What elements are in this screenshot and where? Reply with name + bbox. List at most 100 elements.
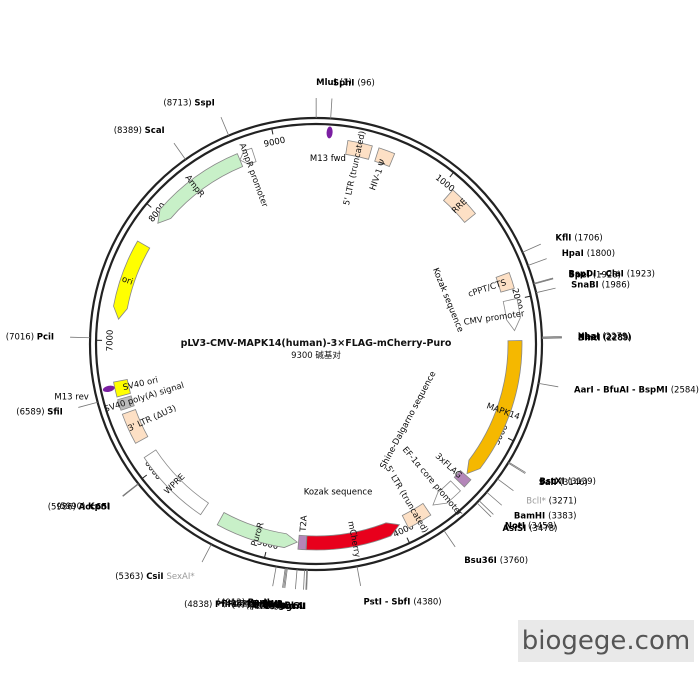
scale-tick-label: 9000 — [263, 136, 286, 150]
scale-tick — [507, 437, 514, 442]
feature-layer: 5' LTR (truncated)HIV-1 ΨRREcPPT/CTSCMV … — [103, 130, 526, 558]
plasmid-size: 9300 碱基对 — [291, 350, 341, 361]
site-hpai: HpaI (1800) — [562, 249, 615, 259]
site-tick — [538, 382, 559, 388]
feature-5-ltr-truncated — [401, 502, 432, 529]
site-aari-bfuai-bspmi: AarI - BfuAI - BspMI (2584) — [574, 385, 699, 395]
site-sfii: (6589) SfiI — [16, 407, 63, 417]
feature-sv40-poly-a-signal — [117, 395, 135, 411]
site-tick — [283, 567, 287, 588]
site-tick — [508, 461, 526, 473]
site-tick — [541, 335, 562, 338]
site-tick — [497, 478, 514, 492]
feature-puror — [216, 511, 298, 548]
feature-wpre — [143, 449, 210, 516]
primer-m13-rev-label: M13 rev — [54, 392, 88, 402]
feature-ampr — [157, 153, 244, 224]
scale-tick — [263, 551, 267, 558]
feature-3xflag — [453, 469, 472, 488]
site-tick — [282, 567, 286, 588]
site-tick — [533, 278, 554, 285]
site-csii: (5363) CsiI SexAI* — [115, 572, 194, 582]
site-bamhi: BamHI (3383) — [514, 511, 577, 521]
site-xbai: XbaI (2279) — [578, 331, 631, 341]
feature-cppt-cts-label: cPPT/CTS — [467, 278, 508, 300]
feature-hiv-1 — [374, 147, 396, 168]
scale-tick-label: 7000 — [105, 330, 115, 352]
feature-5-ltr-truncated-label: 5' LTR (truncated) — [342, 130, 368, 206]
site-pcii: (7016) PciI — [6, 332, 54, 342]
site-tick — [201, 544, 212, 563]
site-asisi: AsiSI (3478) — [502, 524, 557, 534]
site-tick — [522, 243, 541, 253]
site-noti: NotI (3458) — [505, 521, 556, 531]
site-tick — [70, 336, 91, 339]
feature-t2a-label: T2A — [299, 515, 310, 533]
site-tick — [507, 462, 526, 474]
site-tick — [476, 502, 492, 518]
site-mlui: MluI (1) — [316, 78, 352, 88]
site-tick — [541, 336, 562, 339]
site-scai: (8389) ScaI — [114, 126, 165, 136]
site-bsu36i: Bsu36I (3760) — [464, 556, 528, 566]
feature-sv40-ori — [113, 378, 131, 398]
restriction-site-layer: MluI (1) SphI (96) KflI (1706) HpaI (180… — [6, 78, 699, 612]
site-acc65i: (5986) Acc65I — [48, 502, 111, 512]
site-sgrai: (4706) SgrAI — [249, 601, 306, 611]
watermark: biogege.com — [518, 620, 694, 662]
site-kfli: KflI (1706) — [555, 233, 602, 243]
site-xcmi: (4711) XcmI — [251, 601, 306, 611]
site-tick — [78, 401, 98, 408]
site-tick — [533, 277, 554, 284]
feature-3xflag-label: 3xFLAG — [433, 452, 464, 481]
feature-cmv-promoter — [502, 297, 521, 332]
site-tick — [356, 566, 362, 586]
site-tick — [536, 287, 556, 294]
misc-label-kozak-sequence: Kozak sequence — [430, 267, 465, 334]
site-snabi: SnaBI (1986) — [571, 280, 630, 290]
scale-tick — [271, 128, 274, 135]
site-bmti: BmtI (2289) — [578, 333, 632, 343]
primer-m13-fwd-label: M13 fwd — [310, 154, 346, 164]
site-bspdi-clai: BspDI - ClaI (1923) — [568, 269, 655, 279]
site-tick — [305, 569, 308, 590]
site-tick — [486, 491, 503, 506]
misc-label-kozak-sequence: Kozak sequence — [304, 488, 373, 498]
site-sali: SalI (3146) — [539, 477, 588, 487]
site-tick — [173, 142, 186, 160]
feature-rre — [442, 189, 476, 223]
primer-m13-rev — [102, 385, 115, 393]
site-rsrii: (4912) RsrII — [217, 597, 270, 607]
site-bstxi: BstXI (3139) — [539, 476, 596, 486]
site-pflfi-tth111i: (4838) PflFI - Tth111I — [184, 599, 283, 609]
site-tick — [295, 569, 298, 590]
site-bsrgi: (4725) BsrGI — [246, 601, 303, 611]
site-bmgbi: (4774) BmgBI — [232, 601, 294, 611]
site-tick — [443, 530, 456, 548]
scale-tick — [141, 474, 148, 480]
site-bsiwi: (4852) BsiWI — [222, 599, 280, 609]
scale-tick — [406, 537, 410, 544]
scale-tick — [449, 172, 454, 178]
primer-m13-fwd — [326, 126, 333, 139]
site-tick — [478, 500, 494, 515]
feature-5-ltr-truncated — [345, 140, 373, 160]
feature-ef-1-core-promoter — [432, 480, 461, 506]
site-tick — [527, 258, 547, 266]
site-tick — [220, 116, 230, 136]
feature-t2a — [297, 534, 308, 551]
site-sphi: SphI (96) — [333, 78, 375, 88]
site-bcli: BclI* (3271) — [526, 496, 577, 506]
feature-3-ltr-u3 — [121, 408, 149, 444]
scale-tick — [146, 203, 152, 208]
site-tick — [306, 569, 308, 590]
site-tick — [122, 483, 139, 497]
site-tick — [122, 483, 139, 497]
feature-ampr-promoter — [239, 147, 257, 165]
site-tick — [330, 98, 333, 119]
feature-mapk14 — [466, 340, 523, 475]
site-nhei: NheI (2285) — [578, 332, 631, 342]
feature-cppt-cts — [495, 271, 515, 293]
